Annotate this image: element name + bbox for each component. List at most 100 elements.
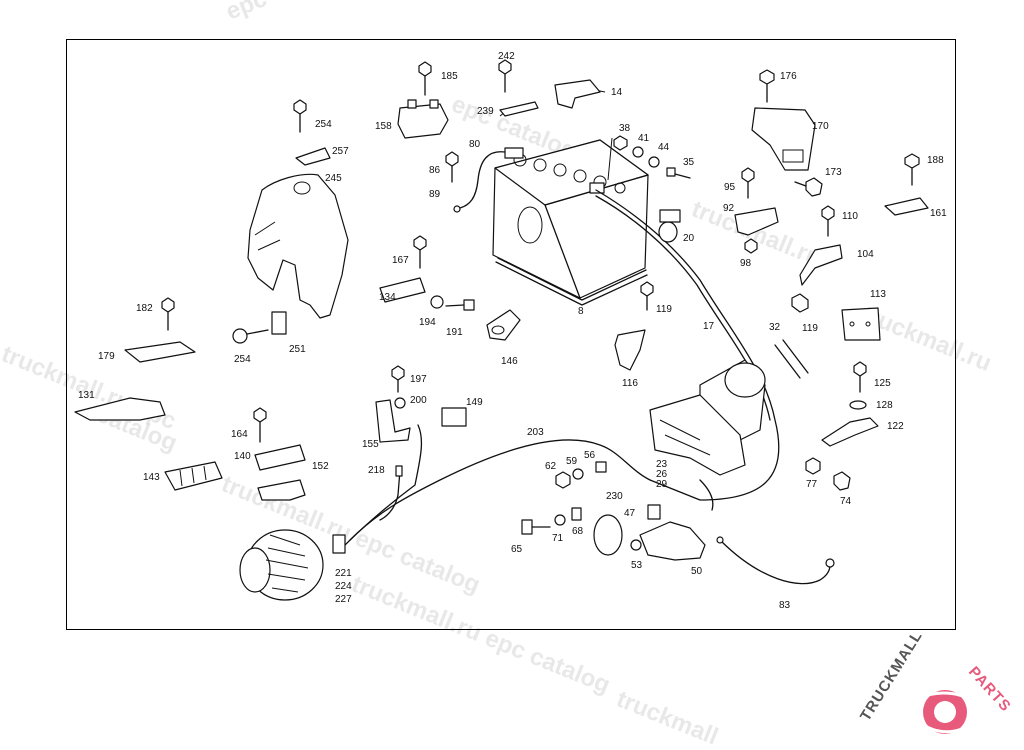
clip-part[interactable] xyxy=(486,309,521,341)
part-number-label[interactable]: 203 xyxy=(527,427,544,438)
part-number-label[interactable]: 146 xyxy=(501,356,518,367)
bracket-part[interactable] xyxy=(499,101,539,117)
part-number-label[interactable]: 59 xyxy=(566,456,578,467)
part-number-label[interactable]: 83 xyxy=(779,600,791,611)
bolt-icon[interactable] xyxy=(833,471,851,491)
solenoid-part[interactable] xyxy=(639,504,706,561)
screw-icon[interactable] xyxy=(521,519,551,535)
bracket-part[interactable] xyxy=(821,417,879,447)
part-number-label[interactable]: 44 xyxy=(658,142,670,153)
starter-motor-part[interactable] xyxy=(649,359,766,511)
bolt-icon[interactable] xyxy=(794,177,823,197)
part-number-label[interactable]: 38 xyxy=(619,123,631,134)
bracket-part[interactable] xyxy=(751,107,816,171)
part-number-label[interactable]: 86 xyxy=(429,165,441,176)
part-number-label[interactable]: 71 xyxy=(552,533,564,544)
bracket-part[interactable] xyxy=(614,329,646,371)
part-number-label[interactable]: 95 xyxy=(724,182,736,193)
part-number-label[interactable]: 80 xyxy=(469,139,481,150)
bracket-part[interactable] xyxy=(884,197,929,216)
cable-32[interactable] xyxy=(774,339,809,379)
part-number-label[interactable]: 182 xyxy=(136,303,153,314)
bolt-icon[interactable] xyxy=(805,457,821,475)
gasket-icon[interactable] xyxy=(593,514,623,556)
part-number-label[interactable]: 140 xyxy=(234,451,251,462)
part-number-label[interactable]: 167 xyxy=(392,255,409,266)
part-number-label[interactable]: 191 xyxy=(446,327,463,338)
part-number-label[interactable]: 116 xyxy=(622,378,638,389)
part-number-label[interactable]: 125 xyxy=(874,378,891,389)
part-number-label[interactable]: 227 xyxy=(335,594,352,605)
washer-icon[interactable] xyxy=(630,539,642,551)
part-number-label[interactable]: 65 xyxy=(511,544,523,555)
nut-icon[interactable] xyxy=(791,293,809,313)
bracket-part[interactable] xyxy=(74,397,166,421)
part-number-label[interactable]: 68 xyxy=(572,526,584,537)
part-number-label[interactable]: 254 xyxy=(234,354,251,365)
part-number-label[interactable]: 47 xyxy=(624,508,636,519)
part-number-label[interactable]: 53 xyxy=(631,560,643,571)
part-number-label[interactable]: 239 xyxy=(477,106,494,117)
nut-icon[interactable] xyxy=(744,238,758,254)
washer-icon[interactable] xyxy=(648,156,660,168)
bracket-part[interactable] xyxy=(379,277,426,303)
clip-part[interactable] xyxy=(295,147,331,166)
part-number-label[interactable]: 161 xyxy=(930,208,947,219)
bracket-part[interactable] xyxy=(257,479,306,501)
positive-cable-17[interactable] xyxy=(595,189,780,501)
screw-icon[interactable] xyxy=(666,167,691,179)
cable-83[interactable] xyxy=(719,539,831,585)
part-number-label[interactable]: 26 xyxy=(656,469,668,480)
part-number-label[interactable]: 89 xyxy=(429,189,441,200)
nut-icon[interactable] xyxy=(555,471,571,489)
bracket-part[interactable] xyxy=(841,307,881,341)
part-number-label[interactable]: 245 xyxy=(325,173,342,184)
part-number-label[interactable]: 77 xyxy=(806,479,818,490)
bracket-part[interactable] xyxy=(799,244,843,286)
part-number-label[interactable]: 188 xyxy=(927,155,944,166)
part-number-label[interactable]: 221 xyxy=(335,568,352,579)
part-number-label[interactable]: 32 xyxy=(769,322,781,333)
part-number-label[interactable]: 23 xyxy=(656,459,668,470)
insulator-part[interactable] xyxy=(164,461,223,491)
part-number-label[interactable]: 194 xyxy=(419,317,436,328)
connector-part[interactable] xyxy=(254,444,306,471)
part-number-label[interactable]: 149 xyxy=(466,397,483,408)
part-number-label[interactable]: 200 xyxy=(410,395,427,406)
connector-part[interactable] xyxy=(441,407,467,427)
bolt-icon[interactable] xyxy=(161,297,175,331)
bolt-icon[interactable] xyxy=(418,61,432,96)
part-number-label[interactable]: 155 xyxy=(362,439,379,450)
part-number-label[interactable]: 98 xyxy=(740,258,752,269)
washer-icon[interactable] xyxy=(394,397,406,409)
part-number-label[interactable]: 242 xyxy=(498,51,515,62)
part-number-label[interactable]: 119 xyxy=(802,323,818,334)
part-number-label[interactable]: 224 xyxy=(335,581,352,592)
part-number-label[interactable]: 56 xyxy=(584,450,596,461)
part-number-label[interactable]: 14 xyxy=(611,87,623,98)
part-number-label[interactable]: 122 xyxy=(887,421,904,432)
part-number-label[interactable]: 230 xyxy=(606,491,623,502)
washer-icon[interactable] xyxy=(430,295,444,309)
part-number-label[interactable]: 257 xyxy=(332,146,349,157)
part-number-label[interactable]: 8 xyxy=(578,306,584,317)
part-number-label[interactable]: 104 xyxy=(857,249,874,260)
bolt-icon[interactable] xyxy=(821,205,835,237)
bolt-icon[interactable] xyxy=(741,167,755,199)
bolt-icon[interactable] xyxy=(759,69,775,103)
insulator-part[interactable] xyxy=(124,341,196,363)
clip-part[interactable] xyxy=(849,400,867,410)
part-number-label[interactable]: 179 xyxy=(98,351,115,362)
part-number-label[interactable]: 74 xyxy=(840,496,852,507)
part-number-label[interactable]: 92 xyxy=(723,203,735,214)
part-number-label[interactable]: 134 xyxy=(379,292,396,303)
part-number-label[interactable]: 50 xyxy=(691,566,703,577)
wire-harness-203[interactable] xyxy=(349,439,651,541)
bolt-icon[interactable] xyxy=(253,407,267,443)
connector-part[interactable] xyxy=(397,99,449,139)
part-number-label[interactable]: 176 xyxy=(780,71,797,82)
washer-icon[interactable] xyxy=(632,146,644,158)
part-number-label[interactable]: 152 xyxy=(312,461,329,472)
part-number-label[interactable]: 128 xyxy=(876,400,893,411)
ground-cable-80[interactable] xyxy=(459,151,506,209)
